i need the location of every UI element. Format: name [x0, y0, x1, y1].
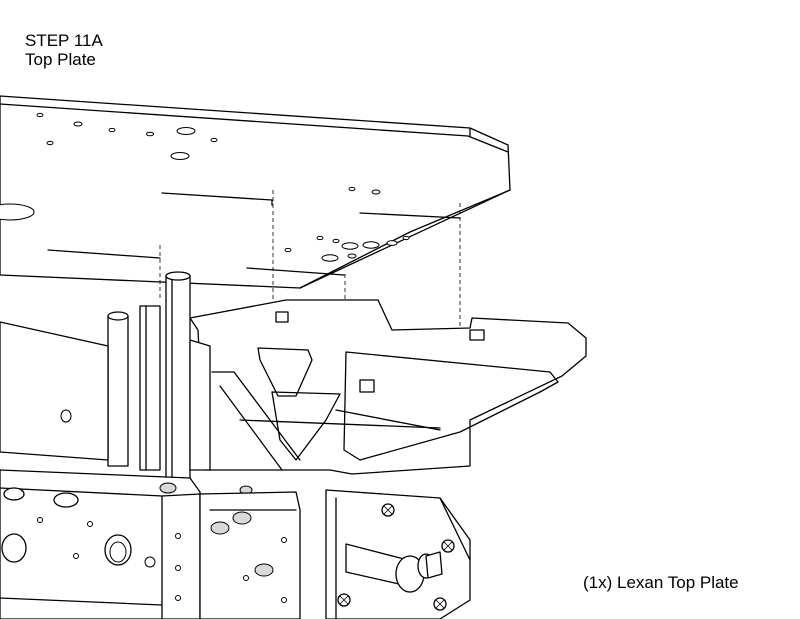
mount-screws: [337, 503, 455, 611]
lexan-top-plate: [0, 95, 511, 289]
chassis-brackets: [189, 299, 587, 475]
step-header: STEP 11A Top Plate: [25, 31, 103, 69]
plate-holes: [0, 112, 410, 262]
lower-channel: [0, 469, 301, 619]
standoffs: [107, 271, 191, 481]
step-number: STEP 11A: [25, 31, 103, 50]
step-title: Top Plate: [25, 50, 96, 69]
side-panel: [0, 321, 211, 471]
motor-mount: [325, 489, 471, 619]
part-callout-lexan-top-plate: (1x) Lexan Top Plate: [583, 573, 739, 592]
motor-shaft: [345, 543, 443, 593]
